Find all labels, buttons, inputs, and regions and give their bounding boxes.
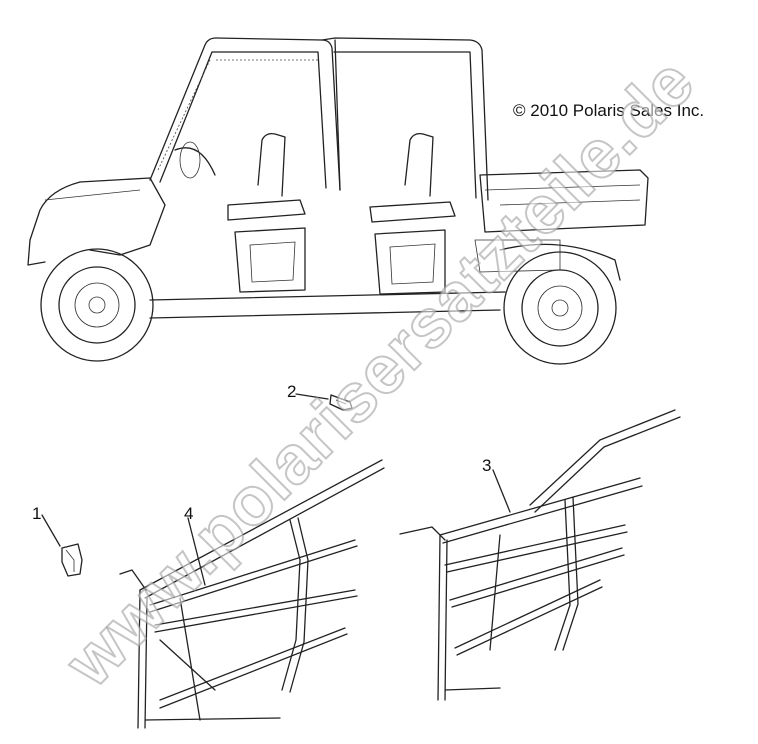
part-3-cage-right [399, 409, 681, 701]
callout-4: 4 [184, 504, 194, 523]
copyright-notice: © 2010 Polaris Sales Inc. [513, 101, 705, 120]
callout-1: 1 [32, 504, 42, 523]
part-1-clip [41, 514, 83, 577]
callout-2: 2 [287, 382, 297, 401]
callout-3: 3 [482, 456, 492, 475]
part-4-cage-left [119, 459, 385, 729]
vehicle-illustration [27, 37, 649, 365]
part-2-bracket [295, 393, 353, 411]
